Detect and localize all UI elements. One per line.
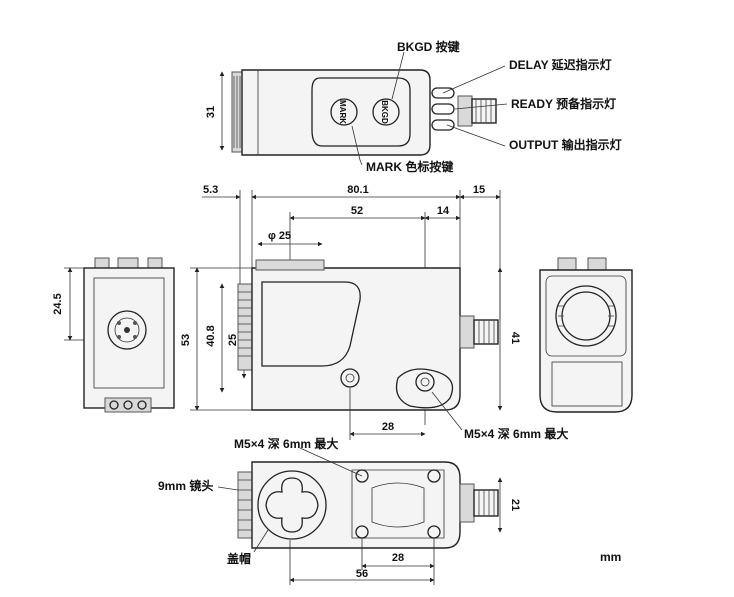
mark-button[interactable]	[330, 98, 358, 126]
bottom-mount-hole-2	[427, 469, 441, 483]
front-lens-barrel	[237, 283, 253, 371]
right-end-view	[539, 257, 633, 413]
output-indicator-lamp	[431, 119, 455, 131]
dim-56: 56	[356, 568, 368, 580]
bkgd-button[interactable]	[372, 98, 400, 126]
bottom-view	[217, 447, 503, 585]
dim-top-height: 31	[205, 106, 217, 118]
callout-lens: 9mm 镜头	[158, 478, 213, 493]
front-mount-hole-left	[340, 368, 360, 388]
bottom-cap	[257, 470, 327, 540]
dim-28-front: 28	[382, 421, 394, 433]
dim-80-1: 80.1	[347, 184, 368, 196]
dim-15: 15	[473, 184, 485, 196]
callout-mounting-hole-right: M5×4 深 6mm 最大	[464, 426, 568, 441]
front-view-body	[251, 267, 461, 411]
dim-41: 41	[509, 332, 521, 344]
callout-output: OUTPUT 输出指示灯	[509, 137, 622, 152]
dim-40-8: 40.8	[205, 325, 217, 346]
bottom-lens-barrel	[237, 471, 253, 539]
right-end-body	[539, 269, 633, 413]
callout-bkgd: BKGD 按键	[397, 39, 460, 54]
front-connector-nut	[459, 315, 475, 349]
bkgd-button-label: BKGD	[380, 100, 389, 124]
callout-mounting-hole-bottom: M5×4 深 6mm 最大	[234, 436, 338, 451]
front-mount-bracket	[395, 368, 454, 409]
delay-indicator-lamp	[431, 87, 455, 99]
callout-cap: 盖帽	[227, 551, 251, 566]
dim-14: 14	[437, 205, 450, 217]
callout-ready: READY 预备指示灯	[511, 96, 616, 111]
bottom-connector-nut	[459, 483, 475, 523]
bottom-mount-hole-1	[355, 469, 369, 483]
left-end-view	[64, 257, 175, 413]
front-view-window	[261, 281, 361, 367]
front-view	[190, 259, 503, 440]
bottom-cap-cross	[265, 477, 319, 533]
right-end-connector-face	[555, 285, 617, 347]
dim-53: 53	[180, 334, 192, 346]
dim-24-5: 24.5	[52, 293, 64, 314]
left-end-body	[83, 267, 175, 409]
left-end-lens	[107, 310, 147, 350]
top-view-button-panel	[311, 77, 411, 147]
dim-phi-25: φ 25	[268, 230, 291, 242]
top-view-connector-nut	[457, 95, 473, 127]
dim-5-3: 5.3	[203, 184, 218, 196]
dim-21: 21	[509, 499, 521, 511]
ready-indicator-lamp	[431, 103, 455, 115]
dim-28-bottom: 28	[392, 552, 404, 564]
top-view-body	[241, 69, 431, 156]
callout-mark: MARK 色标按键	[366, 159, 453, 174]
dim-52: 52	[351, 205, 363, 217]
top-view: MARK BKGD 31	[205, 51, 508, 166]
callout-delay: DELAY 延迟指示灯	[509, 57, 612, 72]
front-mount-hole-right	[415, 372, 435, 392]
dim-25: 25	[227, 334, 239, 346]
mark-button-label: MARK	[338, 100, 347, 124]
unit-label: mm	[600, 550, 621, 564]
